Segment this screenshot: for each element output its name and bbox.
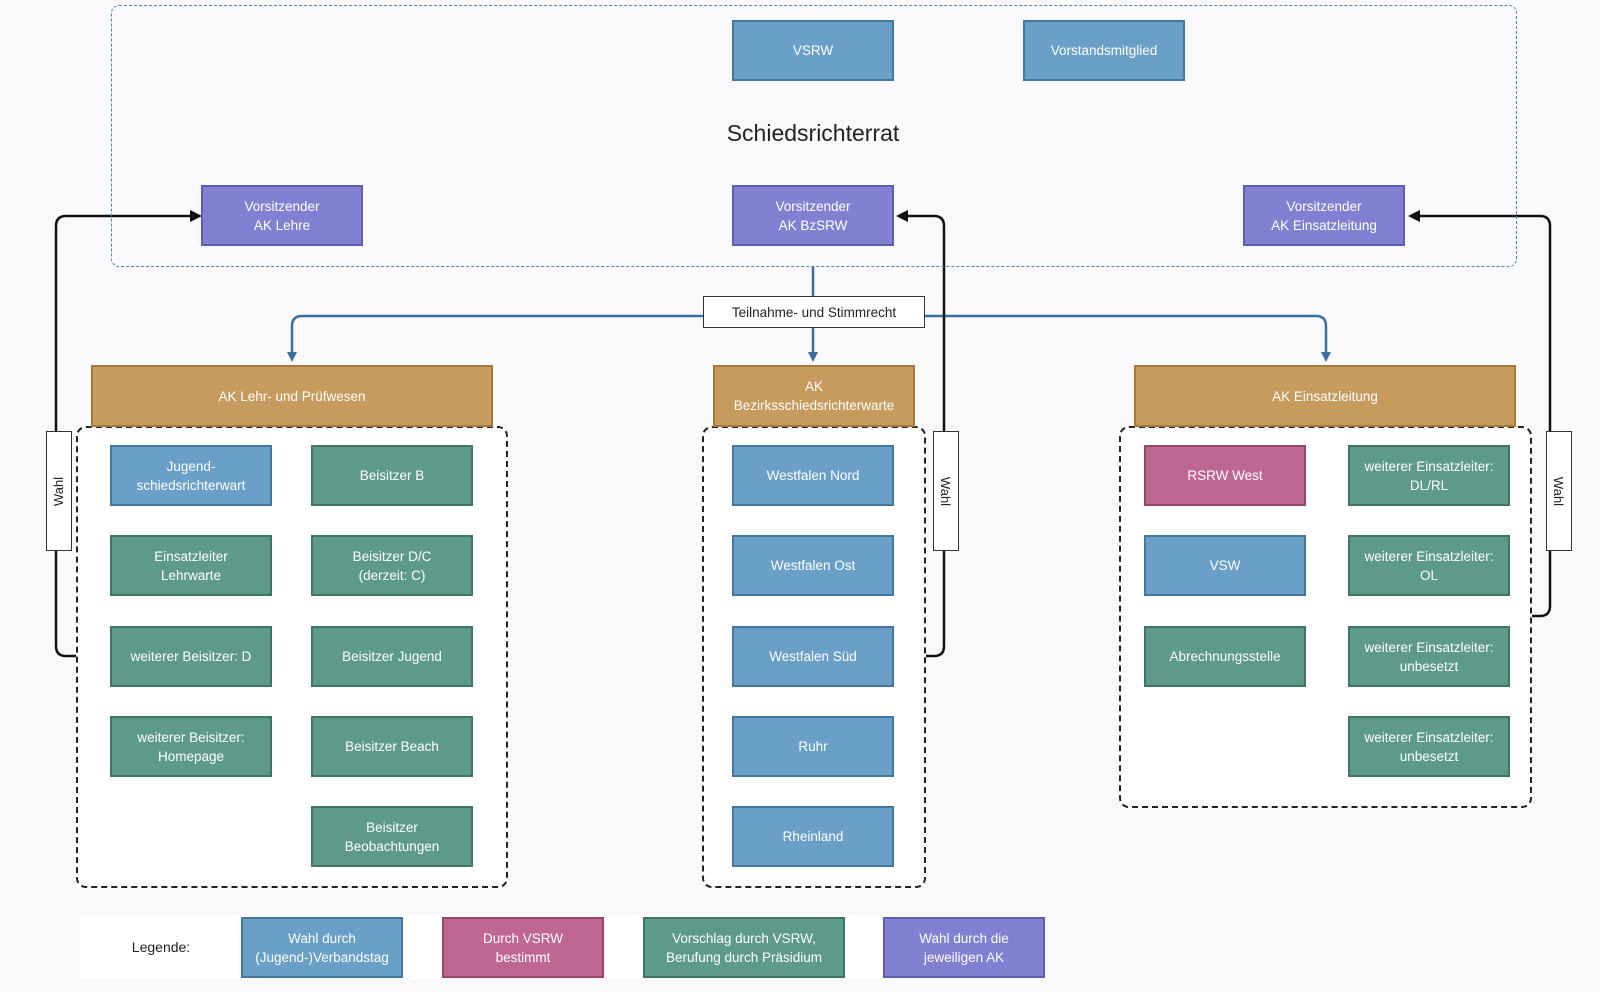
member-card: Jugend- schiedsrichterwart xyxy=(110,445,272,506)
member-card: Einsatzleiter Lehrwarte xyxy=(110,535,272,596)
member-card: weiterer Einsatzleiter: OL xyxy=(1348,535,1510,596)
chair-ak-einsatzleitung: Vorsitzender AK Einsatzleitung xyxy=(1243,185,1405,246)
member-card: Beisitzer Beobachtungen xyxy=(311,806,473,867)
election-label-left: Wahl xyxy=(46,431,72,551)
member-card: Beisitzer Beach xyxy=(311,716,473,777)
member-card: weiterer Einsatzleiter: unbesetzt xyxy=(1348,716,1510,777)
member-card: Westfalen Nord xyxy=(732,445,894,506)
member-card: VSW xyxy=(1144,535,1306,596)
legend-item-verbandstag: Wahl durch (Jugend-)Verbandstag xyxy=(241,917,403,978)
participation-connectors xyxy=(287,266,1331,362)
chair-ak-lehre: Vorsitzender AK Lehre xyxy=(201,185,363,246)
participation-label: Teilnahme- und Stimmrecht xyxy=(703,296,925,328)
committee-header-bezirksschiedsrichterwarte: AK Bezirksschiedsrichterwarte xyxy=(713,365,915,427)
legend-title: Legende: xyxy=(131,939,191,955)
member-card: weiterer Beisitzer: Homepage xyxy=(110,716,272,777)
council-member-vorstandsmitglied: Vorstandsmitglied xyxy=(1023,20,1185,81)
council-member-vsrw: VSRW xyxy=(732,20,894,81)
election-label-center: Wahl xyxy=(933,431,959,551)
legend-item-vsrw: Durch VSRW bestimmt xyxy=(442,917,604,978)
committee-header-einsatzleitung: AK Einsatzleitung xyxy=(1134,365,1516,427)
member-card: Westfalen Süd xyxy=(732,626,894,687)
member-card: Rheinland xyxy=(732,806,894,867)
legend-item-praesidium: Vorschlag durch VSRW, Berufung durch Prä… xyxy=(643,917,845,978)
member-card: Beisitzer D/C (derzeit: C) xyxy=(311,535,473,596)
election-label-text: Wahl xyxy=(938,476,954,506)
council-title: Schiedsrichterrat xyxy=(726,120,900,146)
election-label-text: Wahl xyxy=(51,476,67,506)
member-card: Beisitzer Jugend xyxy=(311,626,473,687)
member-card: Abrechnungsstelle xyxy=(1144,626,1306,687)
member-card: weiterer Einsatzleiter: unbesetzt xyxy=(1348,626,1510,687)
member-card: Ruhr xyxy=(732,716,894,777)
election-label-text: Wahl xyxy=(1551,476,1567,506)
member-card: weiterer Einsatzleiter: DL/RL xyxy=(1348,445,1510,506)
election-label-right: Wahl xyxy=(1546,431,1572,551)
committee-header-lehr-pruefwesen: AK Lehr- und Prüfwesen xyxy=(91,365,493,427)
member-card: Westfalen Ost xyxy=(732,535,894,596)
member-card: weiterer Beisitzer: D xyxy=(110,626,272,687)
member-card: Beisitzer B xyxy=(311,445,473,506)
schiedsrichterrat-region xyxy=(111,5,1517,267)
legend-item-ak: Wahl durch die jeweiligen AK xyxy=(883,917,1045,978)
member-card: RSRW West xyxy=(1144,445,1306,506)
chair-ak-bzsrw: Vorsitzender AK BzSRW xyxy=(732,185,894,246)
